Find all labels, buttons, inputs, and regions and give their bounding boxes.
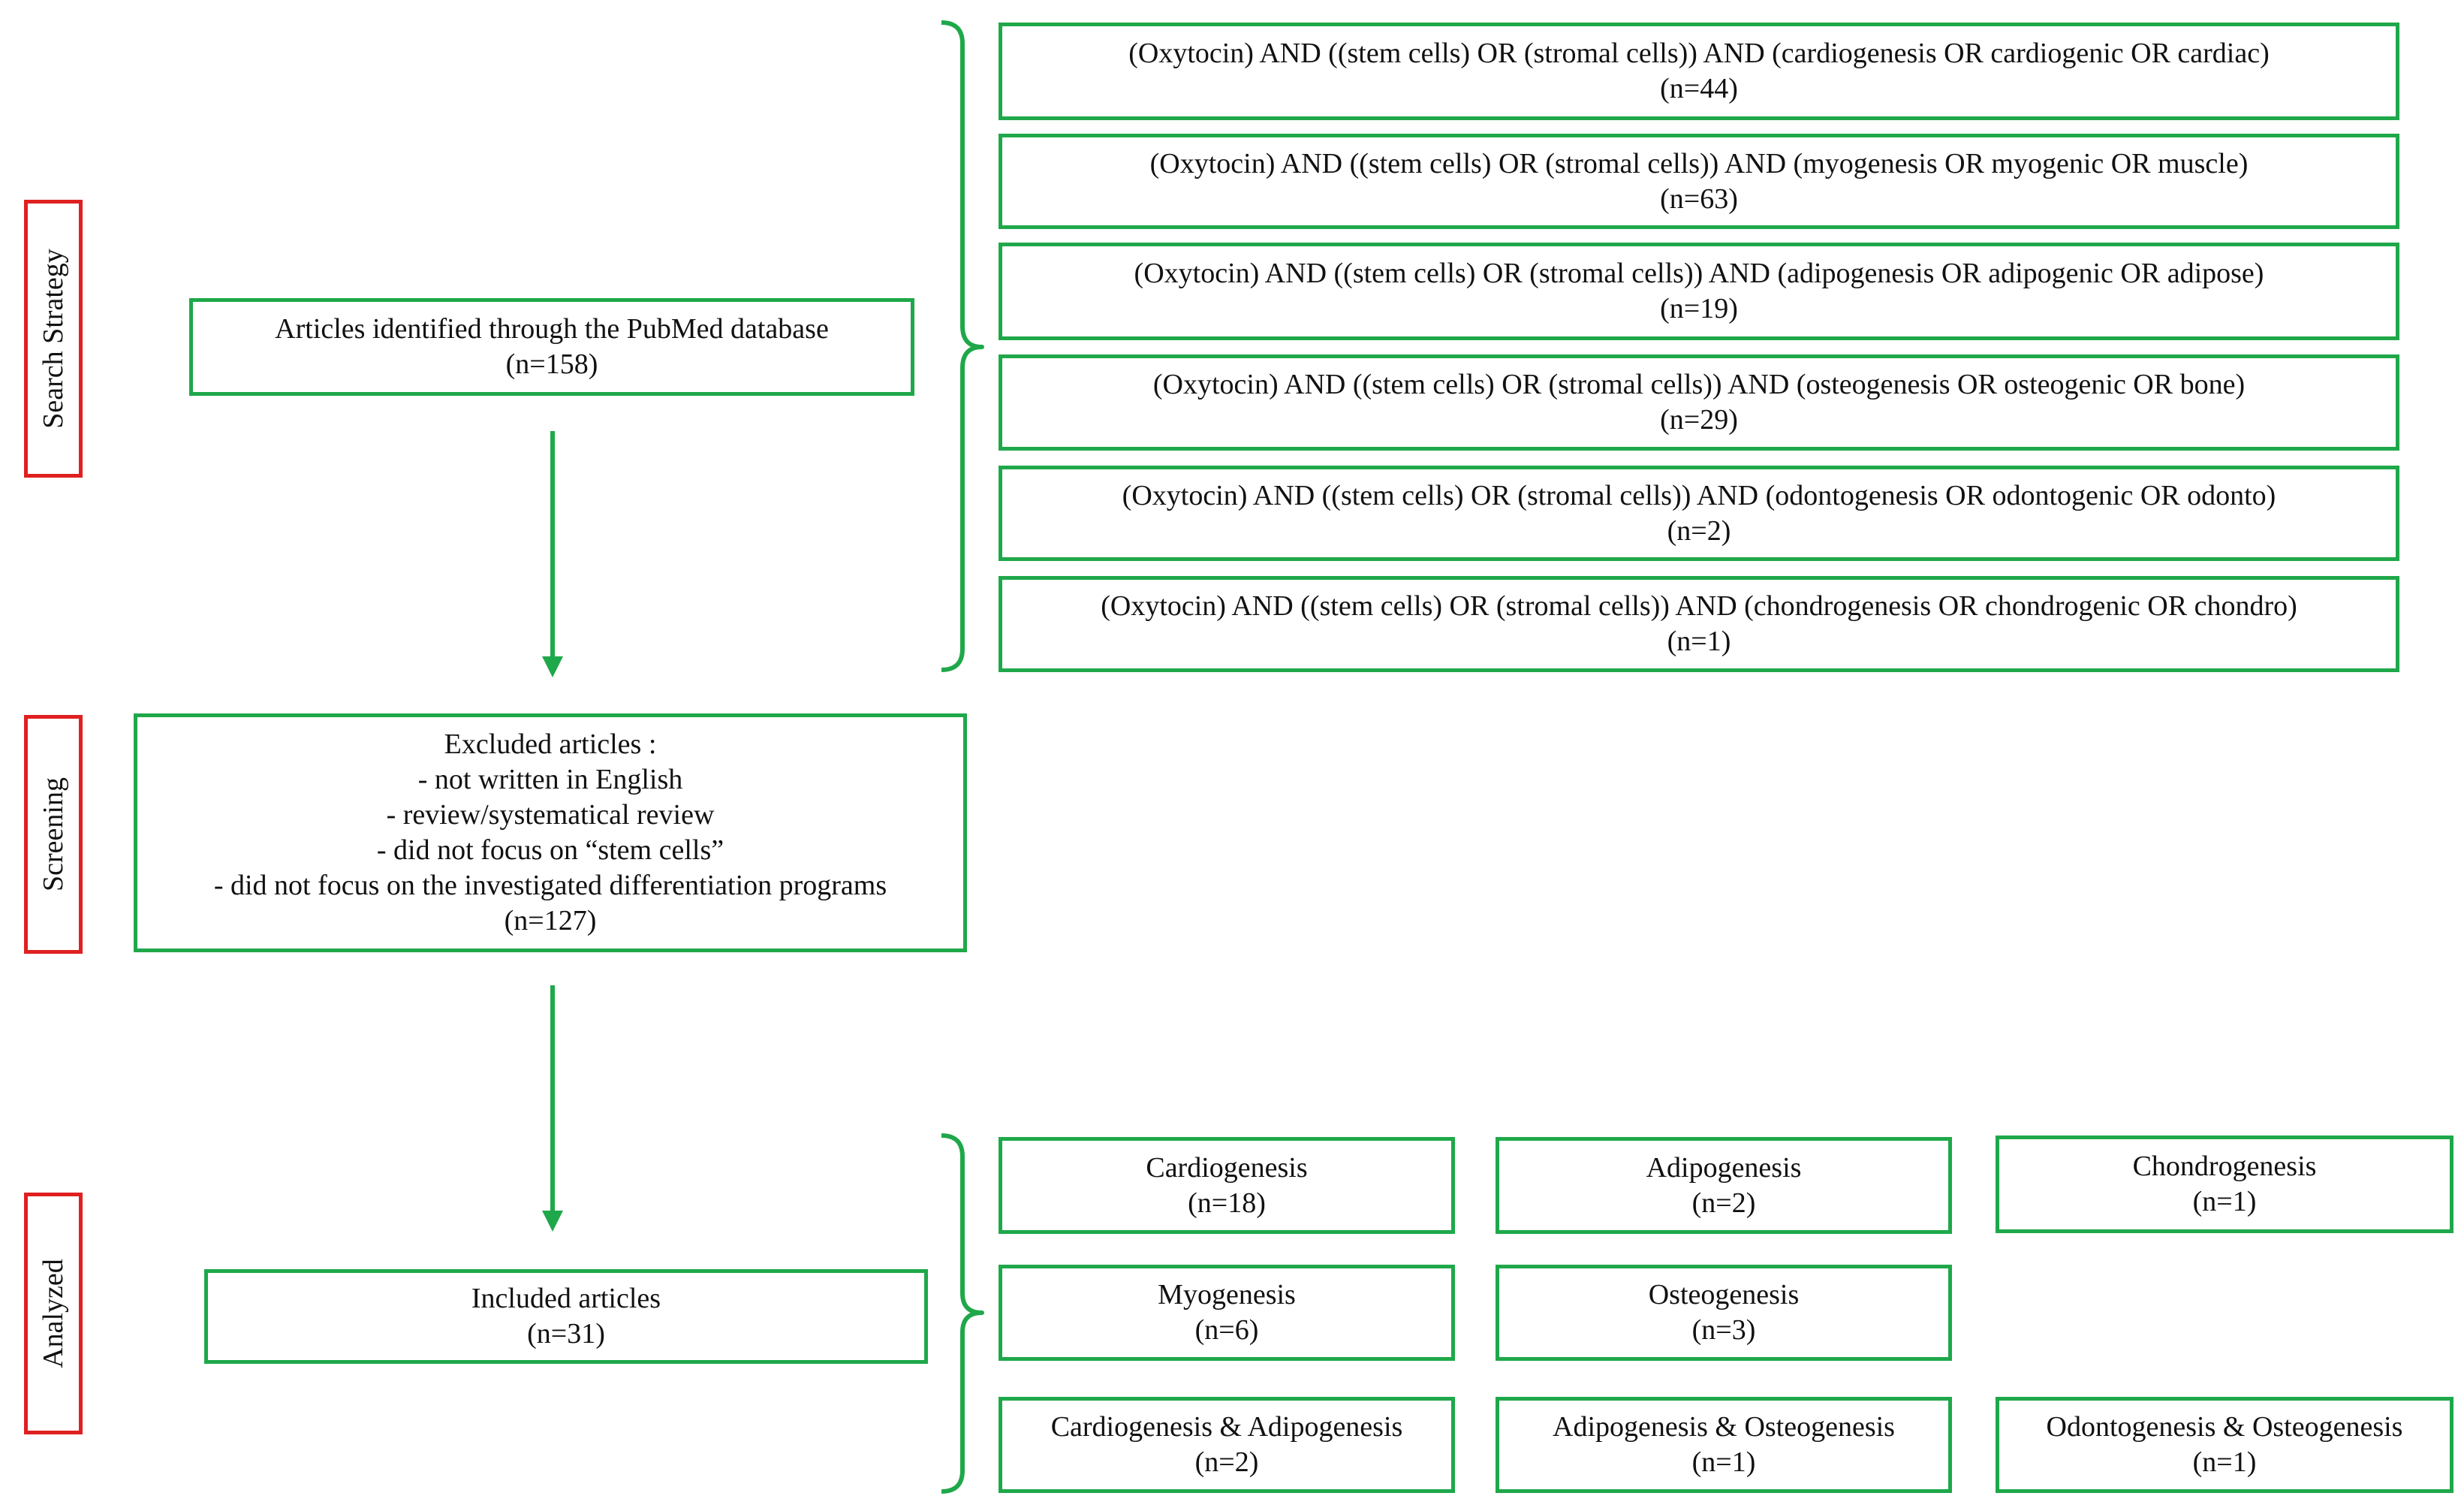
category-box-cardiogenesis-adipogenesis: Cardiogenesis & Adipogenesis (n=2) (999, 1397, 1455, 1493)
category-count: (n=3) (1691, 1314, 1756, 1346)
category-label: Odontogenesis & Osteogenesis (2046, 1411, 2403, 1443)
query-text: (Oxytocin) AND ((stem cells) OR (stromal… (1101, 590, 2297, 622)
query-box-cardiogenesis: (Oxytocin) AND ((stem cells) OR (stromal… (999, 23, 2399, 120)
query-text: (Oxytocin) AND ((stem cells) OR (stromal… (1122, 479, 2276, 511)
category-count: (n=1) (2192, 1446, 2257, 1478)
query-count: (n=19) (1660, 293, 1738, 324)
category-box-adipogenesis-osteogenesis: Adipogenesis & Osteogenesis (n=1) (1496, 1397, 1952, 1493)
query-count: (n=2) (1667, 514, 1731, 547)
query-box-chondrogenesis: (Oxytocin) AND ((stem cells) OR (stromal… (999, 576, 2399, 672)
query-box-myogenesis: (Oxytocin) AND ((stem cells) OR (stromal… (999, 134, 2399, 229)
included-box: Included articles (n=31) (204, 1269, 928, 1364)
category-label: Chondrogenesis (2132, 1151, 2317, 1182)
category-label: Adipogenesis (1646, 1151, 1802, 1184)
included-title: Included articles (471, 1283, 661, 1314)
category-box-cardiogenesis: Cardiogenesis (n=18) (999, 1137, 1455, 1234)
stage-analyzed: Analyzed (24, 1193, 83, 1434)
category-label: Myogenesis (1158, 1279, 1296, 1310)
category-box-osteogenesis: Osteogenesis (n=3) (1496, 1265, 1952, 1361)
query-text: (Oxytocin) AND ((stem cells) OR (stromal… (1149, 147, 2249, 179)
brace-search-queries (941, 20, 984, 672)
category-label: Cardiogenesis (1146, 1151, 1308, 1184)
category-count: (n=2) (1194, 1446, 1259, 1478)
excluded-reason: - did not focus on “stem cells” (376, 834, 724, 866)
category-count: (n=6) (1194, 1314, 1259, 1346)
excluded-reason: - did not focus on the investigated diff… (213, 870, 887, 901)
excluded-title: Excluded articles : (444, 728, 657, 760)
category-box-myogenesis: Myogenesis (n=6) (999, 1265, 1455, 1361)
excluded-reason: - not written in English (417, 764, 683, 795)
excluded-count: (n=127) (504, 905, 597, 936)
category-box-adipogenesis: Adipogenesis (n=2) (1496, 1137, 1952, 1234)
arrow-identified-to-screening-head (542, 656, 563, 677)
category-count: (n=18) (1188, 1187, 1266, 1219)
query-text: (Oxytocin) AND ((stem cells) OR (stromal… (1152, 369, 2246, 400)
excluded-box: Excluded articles : - not written in Eng… (134, 713, 967, 952)
included-count: (n=31) (527, 1318, 605, 1350)
category-count: (n=1) (1691, 1446, 1756, 1478)
identified-count: (n=158) (505, 348, 598, 380)
identified-box: Articles identified through the PubMed d… (189, 298, 914, 396)
stage-screening: Screening (24, 715, 83, 954)
category-label: Adipogenesis & Osteogenesis (1553, 1411, 1895, 1443)
category-label: Osteogenesis (1648, 1279, 1800, 1310)
category-box-odontogenesis-osteogenesis: Odontogenesis & Osteogenesis (n=1) (1996, 1397, 2453, 1493)
query-count: (n=29) (1660, 404, 1738, 436)
query-count: (n=1) (1667, 626, 1731, 657)
stage-search-strategy: Search Strategy (24, 200, 83, 478)
query-box-adipogenesis: (Oxytocin) AND ((stem cells) OR (stromal… (999, 243, 2399, 340)
query-count: (n=63) (1660, 182, 1738, 215)
query-count: (n=44) (1660, 73, 1738, 104)
category-label: Cardiogenesis & Adipogenesis (1050, 1411, 1403, 1443)
category-count: (n=2) (1691, 1187, 1756, 1219)
category-count: (n=1) (2192, 1186, 2257, 1217)
query-text: (Oxytocin) AND ((stem cells) OR (stromal… (1134, 258, 2264, 289)
category-box-chondrogenesis: Chondrogenesis (n=1) (1996, 1136, 2453, 1233)
query-box-osteogenesis: (Oxytocin) AND ((stem cells) OR (stromal… (999, 354, 2399, 451)
query-text: (Oxytocin) AND ((stem cells) OR (stromal… (1128, 38, 2270, 69)
query-box-odontogenesis: (Oxytocin) AND ((stem cells) OR (stromal… (999, 466, 2399, 561)
excluded-reason: - review/systematical review (386, 799, 715, 831)
identified-title: Articles identified through the PubMed d… (275, 313, 829, 345)
arrow-screening-to-included-head (542, 1211, 563, 1232)
brace-analyzed-categories (941, 1133, 984, 1494)
